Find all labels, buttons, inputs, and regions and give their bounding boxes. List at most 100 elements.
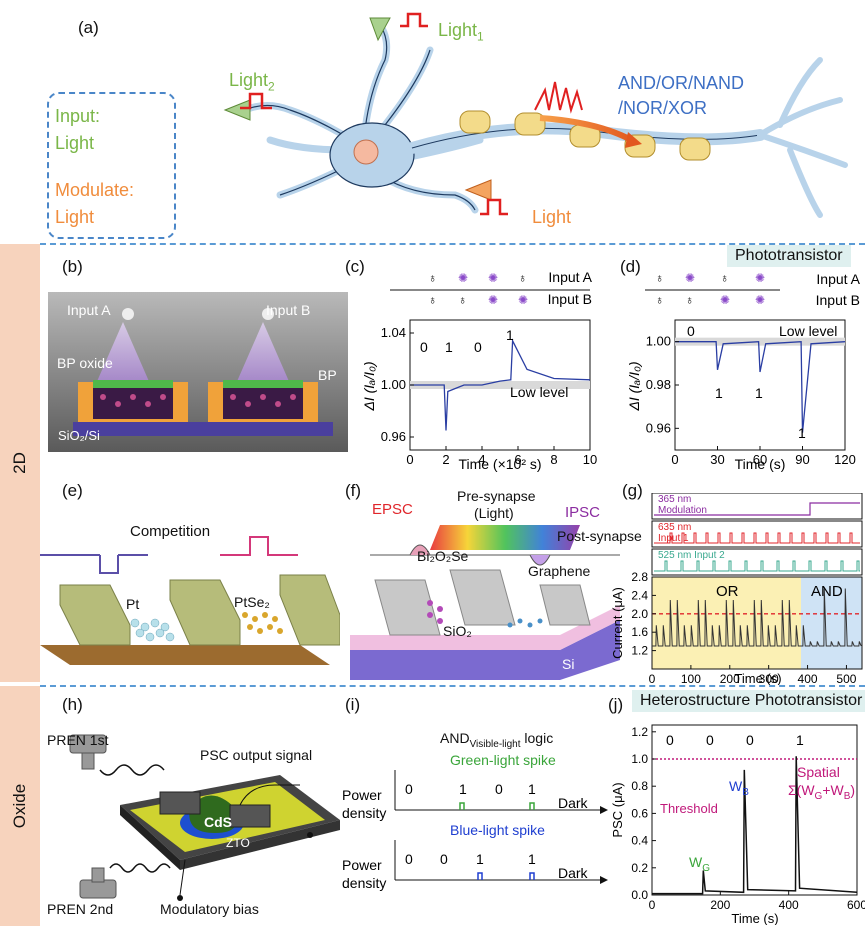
y-tick-label: 1.6 — [631, 625, 648, 639]
pren1-label: PREN 1st — [47, 732, 109, 748]
blue-spike-label: Blue-light spike — [450, 822, 545, 838]
row1-bit-2: 0 — [495, 781, 503, 797]
row2-bit-3: 1 — [528, 851, 536, 867]
y-tick-label: 0.8 — [631, 779, 648, 793]
svg-text:✺: ✺ — [755, 293, 765, 307]
chart-j-wb: WB — [729, 778, 749, 798]
chart-c-series — [410, 338, 591, 431]
chart-c-input-icons: ♁✺✺♁ ♁♁✺✺ — [428, 271, 528, 307]
x-tick-label: 300 — [759, 672, 779, 685]
chart-g-or-label: OR — [716, 583, 739, 600]
divider-oxide — [40, 685, 865, 687]
x-tick-label: 0 — [406, 452, 413, 467]
y-tick-label: 2.8 — [631, 570, 648, 584]
logic-label-line2: /NOR/XOR — [618, 98, 708, 118]
svg-text:✺: ✺ — [720, 293, 730, 307]
light1-label: Light1 — [438, 20, 484, 44]
bp-device-illustration — [48, 292, 348, 452]
svg-text:♁: ♁ — [685, 293, 694, 307]
svg-text:✺: ✺ — [458, 271, 468, 285]
cds-label: CdS — [204, 814, 232, 830]
post-synapse-label: Post-synapse — [557, 528, 642, 544]
chart-d-level: Low level — [779, 323, 837, 339]
chart-j-spatial: Spatial — [797, 764, 840, 780]
row2-bit-1: 0 — [440, 851, 448, 867]
section-oxide-tab: Oxide — [0, 686, 40, 926]
psc-output-label: PSC output signal — [200, 747, 313, 763]
chart-j-state-2: 0 — [746, 732, 754, 748]
svg-text:♁: ♁ — [458, 293, 467, 307]
panel-g-label: (g) — [622, 481, 643, 500]
svg-text:✺: ✺ — [488, 271, 498, 285]
chart-d-xlabel: Time (s) — [735, 456, 786, 472]
dark-label-2: Dark — [558, 865, 589, 881]
row2-bit-0: 0 — [405, 851, 413, 867]
x-tick-label: 90 — [795, 452, 809, 467]
x-tick-label: 600 — [847, 898, 865, 912]
chart-d-title: Phototransistor — [727, 245, 851, 267]
chart-d-series — [675, 341, 846, 433]
svg-text:♁: ♁ — [428, 271, 437, 285]
panel-a-label: (a) — [78, 18, 99, 37]
legend-modulate-label: Modulate: — [55, 180, 135, 200]
chart-j-state-1: 0 — [706, 732, 714, 748]
panel-c-label: (c) — [345, 257, 365, 276]
zto-label: ZTO — [226, 836, 250, 850]
chart-g-and-region — [801, 577, 862, 669]
x-tick-label: 200 — [720, 672, 740, 685]
chart-j-title: Heterostructure Phototransistor — [632, 690, 865, 712]
chart-j-wg: WG — [689, 854, 710, 874]
x-tick-label: 0 — [649, 898, 656, 912]
svg-text:♁: ♁ — [518, 271, 527, 285]
chart-j-xlabel: Time (s) — [731, 911, 778, 925]
green-spike-label: Green-light spike — [450, 752, 556, 768]
x-tick-label: 0 — [649, 672, 656, 685]
x-tick-label: 200 — [710, 898, 730, 912]
chart-j-ylabel: PSC (μA) — [610, 782, 625, 837]
bi2o2se-illustration — [350, 525, 620, 680]
row1-bit-0: 0 — [405, 781, 413, 797]
x-tick-label: 400 — [798, 672, 818, 685]
row1-bit-3: 1 — [528, 781, 536, 797]
bp-input-b-label: Input B — [266, 302, 311, 318]
pre-synapse-label: Pre-synapse — [457, 488, 536, 504]
y-tick-label: 1.00 — [646, 334, 671, 349]
x-tick-label: 4 — [478, 452, 485, 467]
neuron-illustration — [223, 12, 848, 218]
chart-g-ch1: 365 nm — [658, 494, 691, 505]
panel-j-label: (j) — [608, 695, 624, 714]
light2-label: Light2 — [229, 70, 275, 94]
row1-bit-1: 1 — [459, 781, 467, 797]
ptse2-label: PtSe₂ — [234, 594, 270, 610]
power-label-2: Power — [342, 857, 382, 873]
x-tick-label: 0 — [671, 452, 678, 467]
bp-oxide-label: BP oxide — [57, 355, 113, 371]
chart-g-ch1b: Modulation — [658, 505, 707, 516]
chart-c-state-0: 0 — [420, 339, 428, 355]
chart-c-state-1: 1 — [445, 339, 453, 355]
panel-f-label: (f) — [345, 481, 362, 500]
graphene-label: Graphene — [528, 563, 591, 579]
legend-modulate-value: Light — [55, 207, 95, 227]
baseline-band — [675, 337, 845, 346]
y-tick-label: 1.00 — [381, 377, 406, 392]
sio2-label: SiO₂ — [443, 623, 472, 639]
pt-ptse2-illustration — [40, 536, 340, 665]
svg-text:✺: ✺ — [488, 293, 498, 307]
chart-c-input-b: Input B — [548, 291, 592, 307]
bp-label: BP — [318, 367, 337, 383]
panel-i-label: (i) — [345, 695, 361, 714]
dark-label-1: Dark — [558, 795, 589, 811]
y-tick-label: 2.0 — [631, 607, 648, 621]
x-tick-label: 500 — [836, 672, 856, 685]
chart-c-xlabel: Time (×10² s) — [458, 456, 541, 472]
chart-d-state-3: 1 — [798, 425, 806, 441]
density-label-2: density — [342, 875, 386, 891]
svg-text:✺: ✺ — [685, 271, 695, 285]
svg-text:♁: ♁ — [720, 271, 729, 285]
substrate-label: SiO₂/Si — [58, 428, 100, 443]
chart-d-input-b: Input B — [816, 292, 860, 308]
bi2o2se-label: Bi₂O₂Se — [417, 548, 469, 564]
legend-input-label: Input: — [55, 106, 101, 126]
